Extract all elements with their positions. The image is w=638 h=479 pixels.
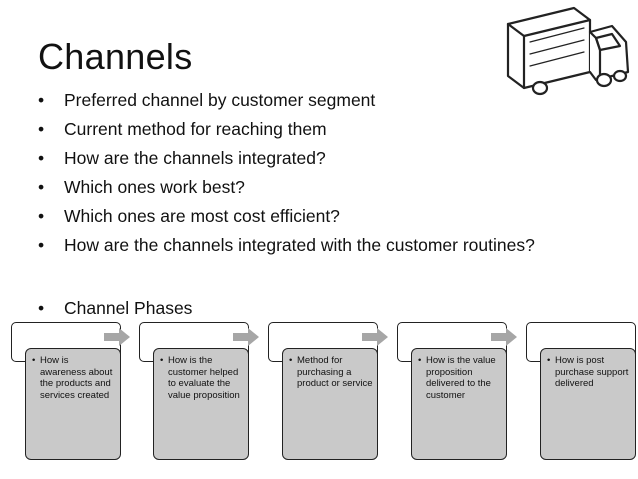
phase-card-after-sales: • How is post purchase support delivered bbox=[526, 322, 638, 464]
phase-body-box: • Method for purchasing a product or ser… bbox=[282, 348, 378, 460]
phase-text: How is awareness about the products and … bbox=[40, 355, 113, 401]
bullet-item: •Current method for reaching them bbox=[38, 119, 327, 139]
phase-body-box: • How is the customer helped to evaluate… bbox=[153, 348, 249, 460]
phase-body-box: • How is awareness about the products an… bbox=[25, 348, 121, 460]
phase-text: How is the value proposition delivered t… bbox=[426, 355, 496, 401]
bullet-item: •How are the channels integrated with th… bbox=[38, 235, 535, 255]
arrow-right-icon bbox=[362, 328, 388, 346]
arrow-right-icon bbox=[233, 328, 259, 346]
phase-card-delivery: • How is the value proposition delivered… bbox=[397, 322, 521, 464]
arrow-right-icon bbox=[491, 328, 517, 346]
phase-text: How is post purchase support delivered bbox=[555, 355, 629, 390]
slide-title: Channels bbox=[38, 36, 193, 77]
phase-body-box: • How is the value proposition delivered… bbox=[411, 348, 507, 460]
bullet-item: •Which ones are most cost efficient? bbox=[38, 206, 340, 226]
phase-card-purchase: • Method for purchasing a product or ser… bbox=[268, 322, 392, 464]
channel-phases-heading: •Channel Phases bbox=[38, 298, 193, 318]
arrow-right-icon bbox=[104, 328, 130, 346]
phase-text: Method for purchasing a product or servi… bbox=[297, 355, 373, 390]
phase-body-box: • How is post purchase support delivered bbox=[540, 348, 636, 460]
phase-text: How is the customer helped to evaluate t… bbox=[168, 355, 240, 401]
truck-icon bbox=[506, 6, 630, 96]
bullet-item: •Which ones work best? bbox=[38, 177, 245, 197]
bullet-item: •How are the channels integrated? bbox=[38, 148, 326, 168]
bullet-list: •Preferred channel by customer segment •… bbox=[38, 86, 535, 260]
bullet-item: •Preferred channel by customer segment bbox=[38, 90, 376, 110]
phase-card-awareness: • How is awareness about the products an… bbox=[11, 322, 135, 464]
phase-card-evaluation: • How is the customer helped to evaluate… bbox=[139, 322, 263, 464]
